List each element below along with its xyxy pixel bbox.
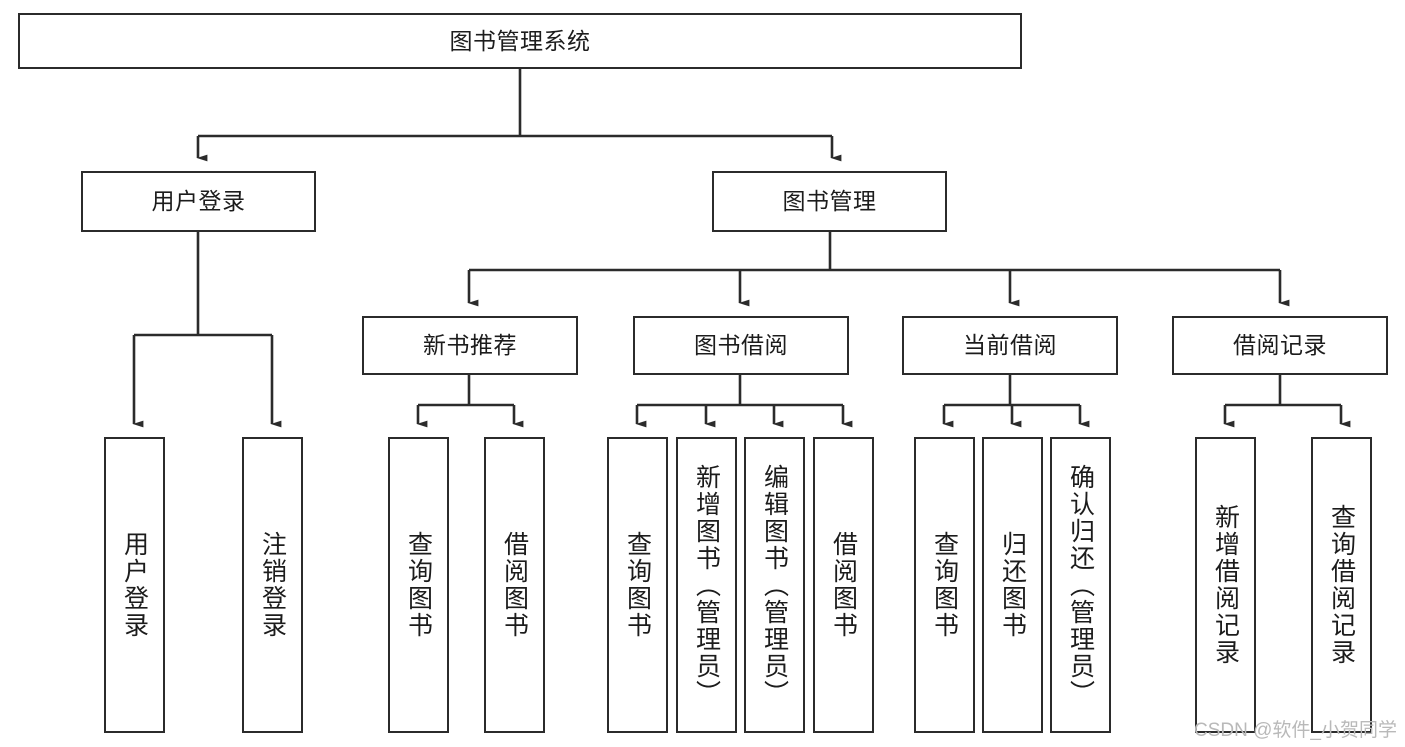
node-current-borrow[interactable]: 当前借阅 [902,316,1118,375]
node-leaf-query-borrow-record-label: 查询借阅记录 [1327,504,1356,666]
node-leaf-query-books-b-label: 查询图书 [623,531,652,639]
node-book-borrow-label: 图书借阅 [694,332,788,359]
node-leaf-borrow-books-b[interactable]: 借阅图书 [813,437,874,733]
node-user-login-label: 用户登录 [151,188,246,215]
node-leaf-borrow-books-a-label: 借阅图书 [500,531,529,639]
node-leaf-add-borrow-record[interactable]: 新增借阅记录 [1195,437,1256,733]
node-borrow-records-label: 借阅记录 [1233,332,1327,359]
node-leaf-add-book-admin[interactable]: 新增图书（管理员） [676,437,737,733]
node-leaf-logout-login-label: 注销登录 [258,531,287,639]
node-leaf-user-login-label: 用户登录 [120,531,149,639]
node-leaf-logout-login[interactable]: 注销登录 [242,437,303,733]
node-leaf-query-books-c[interactable]: 查询图书 [914,437,975,733]
node-new-book-recommend-label: 新书推荐 [423,332,517,359]
node-leaf-query-borrow-record[interactable]: 查询借阅记录 [1311,437,1372,733]
node-user-login[interactable]: 用户登录 [81,171,316,232]
node-leaf-confirm-return-admin[interactable]: 确认归还（管理员） [1050,437,1111,733]
node-leaf-query-books-b[interactable]: 查询图书 [607,437,668,733]
node-borrow-records[interactable]: 借阅记录 [1172,316,1388,375]
node-book-management[interactable]: 图书管理 [712,171,947,232]
node-leaf-query-books-a-label: 查询图书 [404,531,433,639]
node-leaf-return-books-label: 归还图书 [998,531,1027,639]
node-root[interactable]: 图书管理系统 [18,13,1022,69]
node-current-borrow-label: 当前借阅 [963,332,1057,359]
node-leaf-return-books[interactable]: 归还图书 [982,437,1043,733]
node-new-book-recommend[interactable]: 新书推荐 [362,316,578,375]
watermark-text: CSDN @软件_小贺同学 [1194,720,1397,741]
node-root-label: 图书管理系统 [449,27,591,54]
node-leaf-user-login[interactable]: 用户登录 [104,437,165,733]
node-leaf-add-borrow-record-label: 新增借阅记录 [1211,504,1240,666]
node-leaf-query-books-c-label: 查询图书 [930,531,959,639]
node-leaf-edit-book-admin-label: 编辑图书（管理员） [760,463,789,707]
node-leaf-borrow-books-b-label: 借阅图书 [829,531,858,639]
node-leaf-add-book-admin-label: 新增图书（管理员） [692,463,721,707]
node-book-management-label: 图书管理 [782,188,877,215]
node-leaf-borrow-books-a[interactable]: 借阅图书 [484,437,545,733]
node-leaf-edit-book-admin[interactable]: 编辑图书（管理员） [744,437,805,733]
node-leaf-query-books-a[interactable]: 查询图书 [388,437,449,733]
node-leaf-confirm-return-admin-label: 确认归还（管理员） [1066,463,1095,707]
node-book-borrow[interactable]: 图书借阅 [633,316,849,375]
